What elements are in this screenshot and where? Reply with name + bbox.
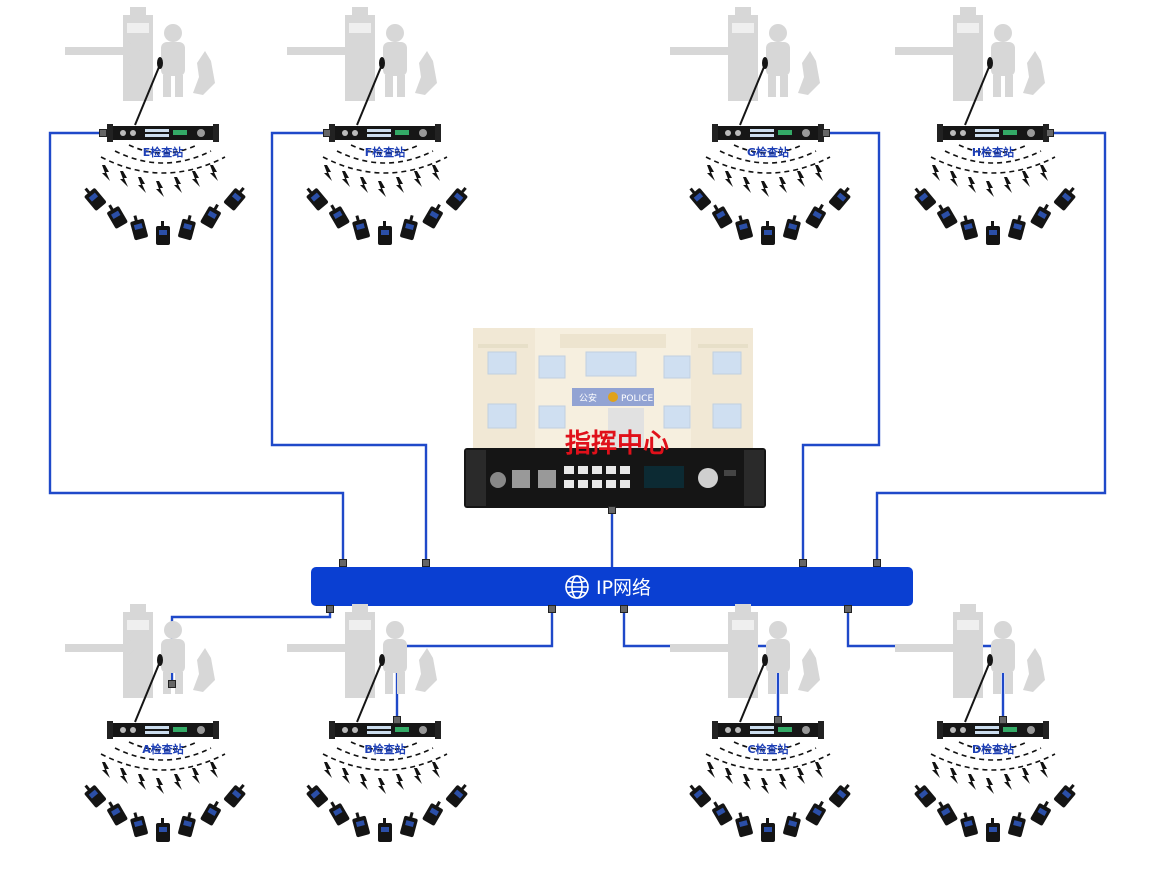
link-e xyxy=(48,131,345,568)
link-f xyxy=(270,131,428,568)
station-label: F检查站 xyxy=(365,145,406,159)
station-h: H检查站 xyxy=(895,7,1079,245)
command-center-title: 指挥中心 xyxy=(565,429,669,459)
link-g xyxy=(801,131,881,568)
station-b: B检查站 xyxy=(287,604,471,842)
port xyxy=(608,506,616,514)
command-dispatch-device xyxy=(464,448,766,508)
link-h xyxy=(875,131,1107,568)
station-label: E检查站 xyxy=(143,145,184,159)
ip-network-bus: IP网络 xyxy=(311,567,913,606)
police-badge-icon xyxy=(608,392,618,402)
command-center: 公安 POLICE 指挥中心 xyxy=(464,328,766,508)
station-label: D检查站 xyxy=(972,742,1014,756)
port xyxy=(548,605,556,613)
port xyxy=(1046,129,1054,137)
station-label: B检查站 xyxy=(364,742,405,756)
port xyxy=(326,605,334,613)
port xyxy=(774,716,782,724)
port xyxy=(873,559,881,567)
port xyxy=(168,680,176,688)
port xyxy=(99,129,107,137)
station-e: E检查站 xyxy=(65,7,249,245)
station-f: F检查站 xyxy=(287,7,471,245)
ip-network-label: IP网络 xyxy=(596,577,651,599)
station-label: G检查站 xyxy=(747,145,789,159)
station-g: G检查站 xyxy=(670,7,854,245)
port xyxy=(822,129,830,137)
port xyxy=(422,559,430,567)
police-building-icon xyxy=(473,328,753,450)
building-sign-right: POLICE xyxy=(621,394,653,404)
station-c: C检查站 xyxy=(670,604,854,842)
port xyxy=(323,129,331,137)
port xyxy=(799,559,807,567)
station-d: D检查站 xyxy=(895,604,1079,842)
checkpoint-stations: E检查站 F检查站 G检查站 H检查站 A检查站 B检查站 C检查站 D检查站 xyxy=(65,7,1079,842)
port xyxy=(999,716,1007,724)
station-a: A检查站 xyxy=(65,604,249,842)
port xyxy=(844,605,852,613)
port xyxy=(393,716,401,724)
station-label: C检查站 xyxy=(747,742,788,756)
port xyxy=(339,559,347,567)
station-label: H检查站 xyxy=(972,145,1014,159)
port xyxy=(620,605,628,613)
building-sign-left: 公安 xyxy=(579,392,597,404)
station-label: A检查站 xyxy=(142,742,184,756)
